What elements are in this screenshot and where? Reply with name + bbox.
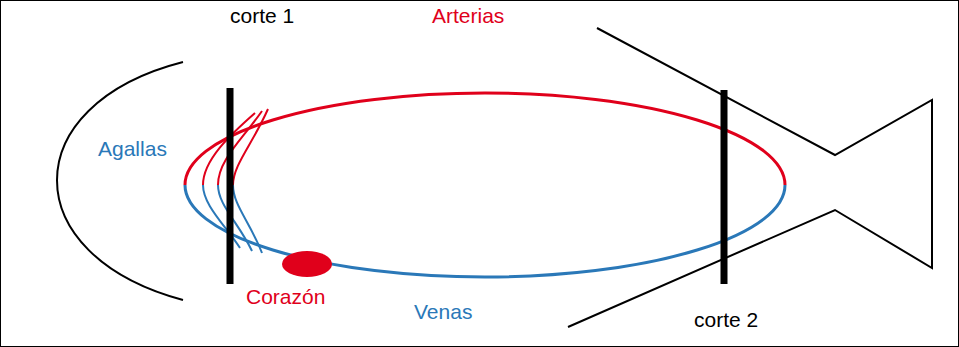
cut-label: corte 2 [694, 308, 758, 331]
cut-label: corte 1 [230, 4, 294, 27]
gill-artery [233, 109, 268, 185]
fish-tail [568, 28, 932, 327]
vein-line [185, 185, 785, 277]
cut-line [721, 90, 728, 284]
gill-artery [218, 111, 262, 185]
organ-label: Agallas [98, 137, 167, 160]
vessel-label: Arterias [432, 4, 504, 27]
fish-head [57, 62, 183, 300]
artery-line [185, 93, 785, 185]
gill-vein [233, 185, 262, 253]
vessel-label: Venas [414, 300, 472, 323]
organ-label: Corazón [246, 285, 325, 308]
heart [282, 251, 332, 277]
cut-line [227, 88, 234, 284]
